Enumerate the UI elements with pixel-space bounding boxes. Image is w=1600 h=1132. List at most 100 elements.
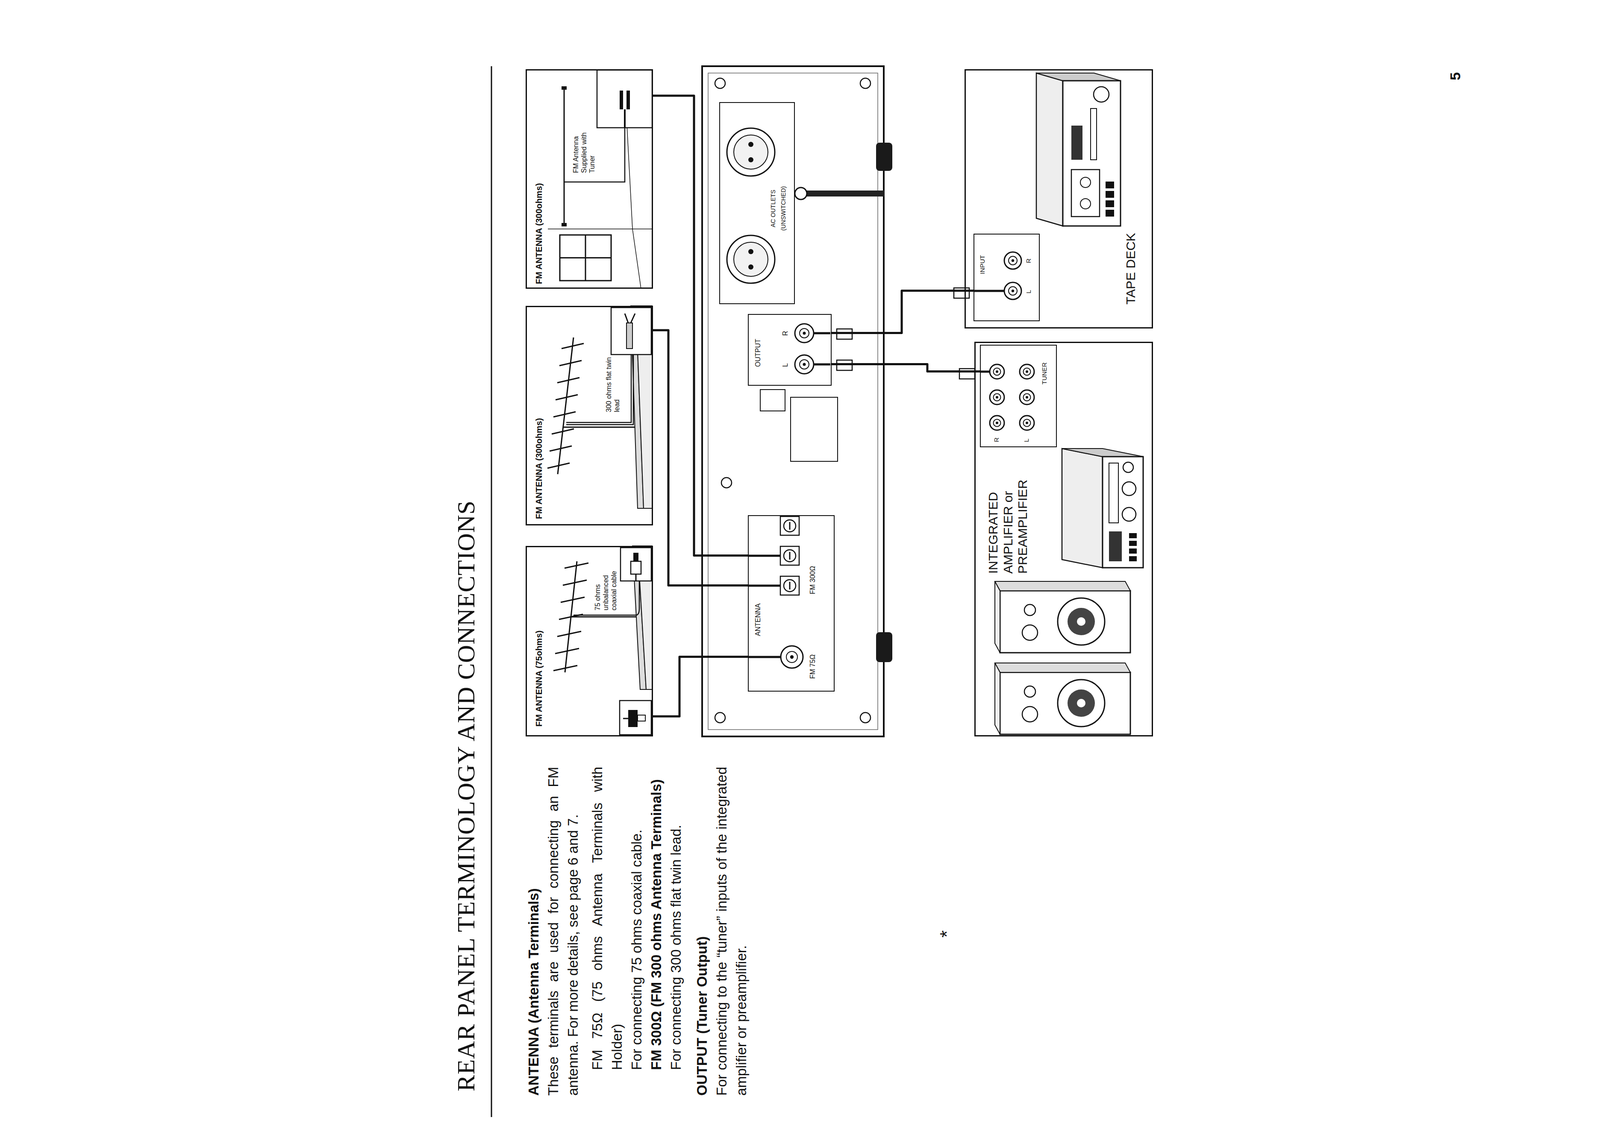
body-text: For connecting to the “tuner” inputs of …: [711, 767, 752, 1097]
panel-screw: [860, 712, 871, 724]
power-cord: [794, 187, 885, 200]
yagi-antenna: [559, 360, 582, 366]
screw-slot: [789, 522, 791, 530]
amplifier-unit: [1129, 556, 1137, 562]
plug-inset: [619, 700, 652, 736]
rca-jack-ring: [786, 651, 798, 663]
rca-jack: [1004, 282, 1022, 300]
outlet-pin-hole: [748, 249, 754, 255]
rca-jack-pin: [995, 370, 999, 374]
text-holder: INPUT: [978, 255, 987, 275]
outlet-pin-hole: [748, 157, 754, 163]
panel-screw: [860, 78, 871, 89]
tape-deck-unit: [1080, 177, 1091, 188]
antenna-panel: FM ANTENNA (75ohms)75 ohms unbalanced co…: [525, 546, 653, 737]
rca-jack-pin: [995, 421, 999, 425]
yagi-antenna: [553, 665, 578, 671]
cable: [831, 364, 980, 372]
body-text: These terminals are used for connecting …: [543, 767, 583, 1097]
speaker: [1067, 689, 1095, 718]
text-holder: L: [1022, 438, 1031, 443]
channel-label: R: [781, 330, 790, 336]
input-plate: INPUTLR: [973, 233, 1040, 322]
yagi-antenna: [547, 337, 636, 475]
title-holder: REAR PANEL TERMINOLOGY AND CONNECTIONS: [452, 500, 481, 1092]
tape-deck-unit: [1105, 181, 1115, 189]
speaker: [1076, 699, 1086, 708]
panel-foot: [876, 142, 893, 663]
yagi-antenna: [564, 563, 589, 569]
text-holder: For connecting to the “tuner” inputs of …: [711, 767, 752, 1097]
coax-inset: [635, 574, 637, 582]
rca-plug: [953, 288, 970, 299]
tuner-rear-panel: [702, 66, 884, 737]
room-lines: [632, 229, 642, 289]
text-holder: TUNER: [1040, 362, 1049, 385]
rca-jack-ring: [1023, 419, 1031, 427]
tuner-rear-panel: [702, 66, 884, 737]
ac-outlet: [726, 128, 775, 177]
outdoor-300-antenna-drawing: [547, 305, 653, 509]
text-holder: FM ANTENNA (300ohms): [533, 418, 545, 520]
rca-jack-ring: [1023, 368, 1031, 376]
panel-screw: [714, 712, 726, 724]
outdoor-75-antenna-drawing: [553, 546, 653, 736]
screw-head: [783, 520, 796, 533]
terminal-label: FM 75Ω: [808, 654, 817, 680]
cable-lead: [813, 363, 831, 366]
tape-deck-unit: [1090, 108, 1097, 160]
cable-label: FM Antenna Supplied with Tuner: [571, 130, 597, 174]
text-holder: (UNSWITCHED): [779, 186, 788, 231]
text-holder: FM ANTENNA (300ohms): [533, 183, 545, 285]
rca-jack-pin: [802, 331, 806, 335]
panel-label-plate: [790, 397, 838, 462]
panel-label-plate: [760, 389, 786, 412]
terminal-label: ANTENNA: [753, 603, 762, 637]
screw-slot: [789, 582, 791, 590]
tape-deck-unit: [1036, 73, 1121, 227]
rca-jack-ring: [1023, 394, 1031, 402]
cable: [831, 291, 974, 334]
antenna-panel: FM ANTENNA (300ohms)300 ohms flat twin l…: [525, 305, 653, 526]
text-holder: ANTENNA (Antenna Terminals): [523, 767, 544, 1097]
rca-jack-ring: [993, 394, 1001, 402]
yagi-antenna: [555, 394, 578, 400]
speaker: [1057, 598, 1105, 646]
equipment-label: INTEGRATED AMPLIFIER or PREAMPLIFIER: [985, 454, 1031, 574]
rca-jack-ring: [1008, 256, 1018, 265]
ac-outlet-face: [733, 135, 768, 170]
cable-lead: [980, 370, 990, 374]
text-holder: INTEGRATED AMPLIFIER or PREAMPLIFIER: [985, 454, 1031, 574]
text-holder: OUTPUT (Tuner Output): [692, 767, 712, 1097]
rca-jack-pin: [790, 655, 794, 659]
text-holder: For connecting 300 ohms flat twin lead.: [666, 767, 686, 1071]
channel-label: L: [1022, 438, 1031, 443]
yagi-antenna: [557, 337, 574, 475]
tape-deck-unit: [1036, 73, 1063, 227]
channel-label: R: [992, 437, 1001, 443]
ac-outlet-face: [733, 242, 768, 277]
amplifier-unit: [1122, 482, 1136, 496]
ac-outlet: [726, 235, 775, 284]
speaker: [1067, 608, 1095, 636]
cable-lead: [748, 555, 781, 558]
section-heading: OUTPUT (Tuner Output): [692, 767, 712, 1097]
channel-label: L: [781, 363, 790, 368]
speaker: [1024, 604, 1036, 616]
plate-drawing: [980, 346, 1056, 447]
lug-inset: [597, 70, 653, 128]
tuner-rear-panel: [708, 73, 878, 730]
term-heading: FM 300Ω (FM 300 ohms Antenna Terminals): [646, 767, 667, 1071]
text-holder: L: [781, 363, 790, 368]
coax-inset: [633, 552, 639, 562]
asterisk: *: [933, 930, 961, 939]
equipment-label: TAPE DECK: [1123, 232, 1139, 305]
dipole-antenna: [561, 223, 567, 227]
amplifier-unit: [1123, 462, 1134, 473]
speaker: [1022, 625, 1038, 641]
text-holder: AC OUTLETS: [769, 189, 777, 228]
twin-lead: [566, 354, 632, 423]
rca-jack: [794, 323, 814, 343]
rca-plug: [959, 368, 975, 380]
lug-inset: [626, 90, 630, 110]
